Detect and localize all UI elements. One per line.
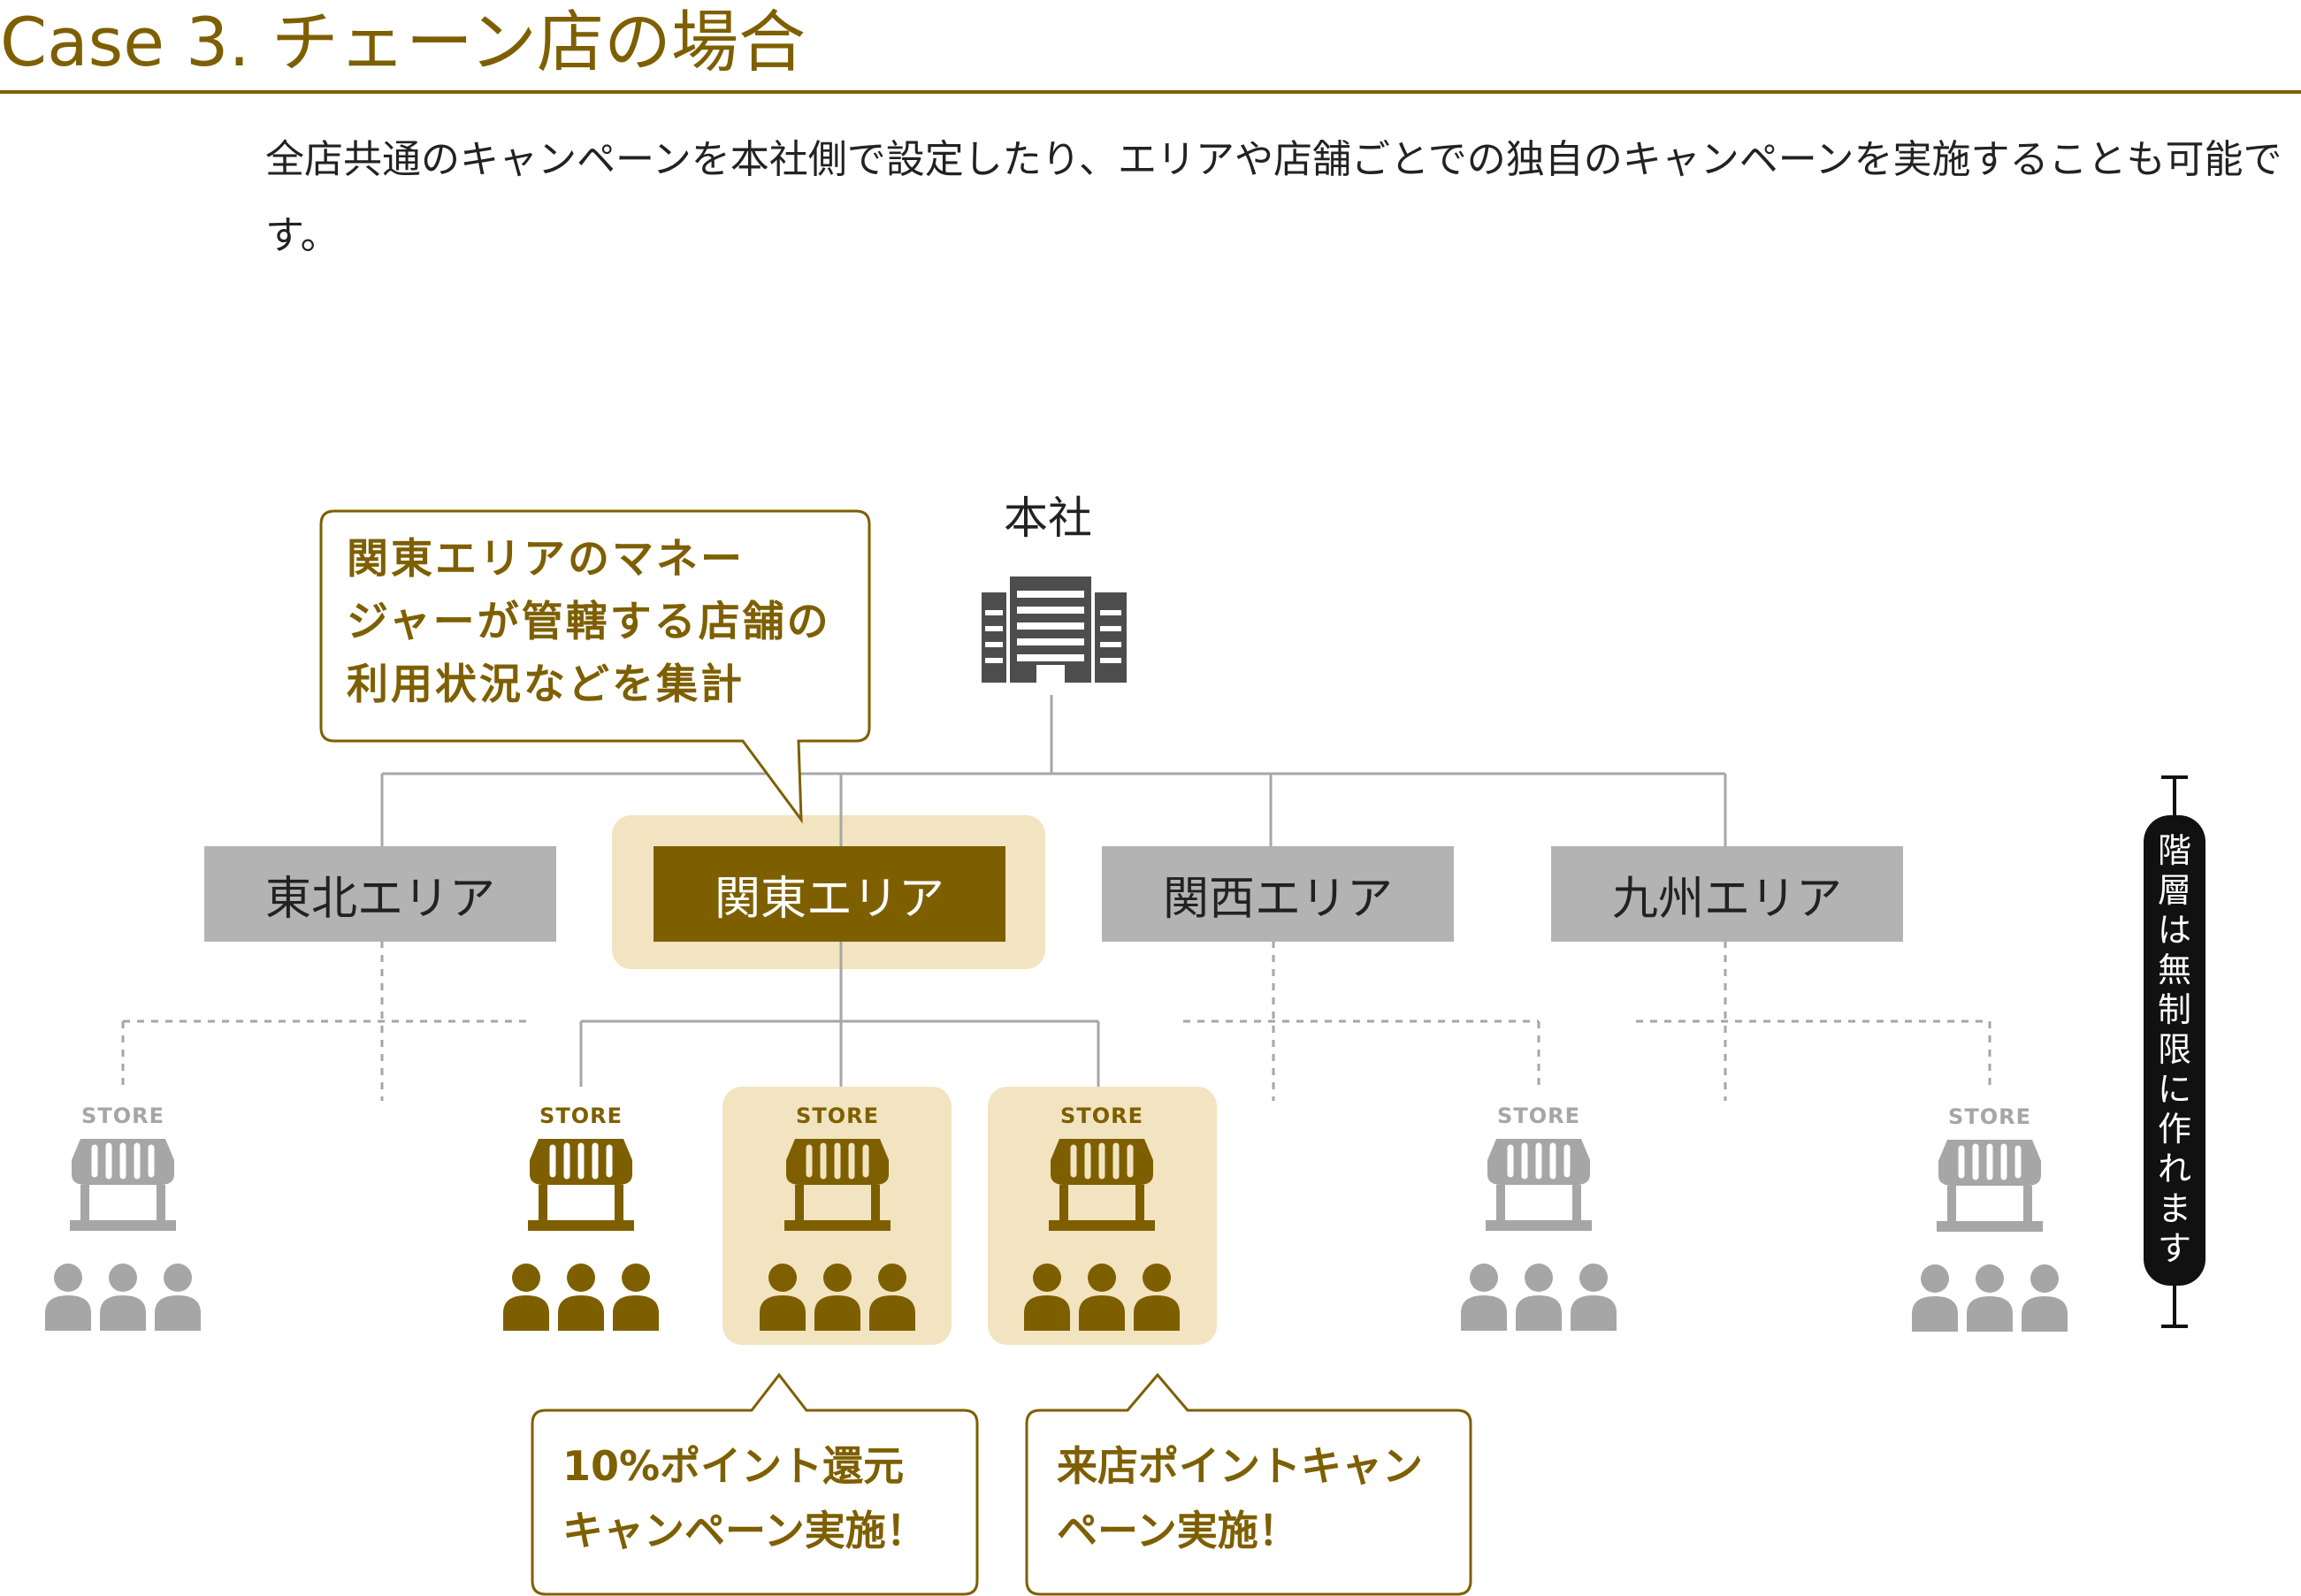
intro-text: 全店共通のキャンペーンを本社側で設定したり、エリアや店舗ごとでの独自のキャンペー… bbox=[265, 137, 2282, 258]
users-group-icon bbox=[1461, 1264, 1617, 1331]
store-label: STORE bbox=[1948, 1104, 2031, 1129]
dashed-connector-lines bbox=[121, 941, 1991, 1101]
store-unit: STORE bbox=[493, 1103, 669, 1333]
users-group-icon bbox=[1912, 1264, 2068, 1332]
hierarchy-bracket bbox=[2161, 775, 2188, 1328]
store-label: STORE bbox=[1060, 1103, 1143, 1128]
store-unit: STORE bbox=[34, 1103, 211, 1333]
store-unit: STORE bbox=[1013, 1103, 1190, 1333]
manager-callout-bubble bbox=[319, 509, 871, 824]
store-unit: STORE bbox=[1901, 1103, 2078, 1333]
campaign-callout-text-2: 来店ポイントキャン ペーン実施！ bbox=[1057, 1442, 1423, 1554]
users-group-icon bbox=[1024, 1264, 1180, 1331]
storefront-icon bbox=[784, 1139, 891, 1231]
storefront-icon bbox=[1486, 1139, 1592, 1231]
storefront-icon bbox=[1049, 1139, 1155, 1231]
area-label: 九州エリア bbox=[1611, 872, 1842, 926]
campaign-callout-text-1: 10%ポイント還元 キャンペーン実施！ bbox=[562, 1442, 927, 1554]
area-label: 関西エリア bbox=[1162, 872, 1393, 926]
store-unit: STORE bbox=[749, 1103, 926, 1333]
users-group-icon bbox=[503, 1264, 659, 1331]
store-label: STORE bbox=[796, 1103, 879, 1128]
hierarchy-note-badge: 階 層 は 無 制 限 に 作 れ ま す bbox=[2144, 815, 2205, 1286]
hq-label: 本社 bbox=[1004, 493, 1092, 544]
hierarchy-note-text: 階 層 は 無 制 限 に 作 れ ま す bbox=[2157, 831, 2191, 1268]
area-box-tohoku: 東北エリア bbox=[204, 846, 556, 942]
area-box-kyushu: 九州エリア bbox=[1551, 846, 1903, 942]
storefront-icon bbox=[528, 1139, 634, 1231]
users-group-icon bbox=[760, 1264, 915, 1331]
area-box-kansai: 関西エリア bbox=[1102, 846, 1454, 942]
connector-lines bbox=[380, 695, 1727, 1087]
storefront-icon bbox=[1937, 1140, 2043, 1232]
store-label: STORE bbox=[1497, 1103, 1580, 1128]
title-divider bbox=[0, 90, 2301, 94]
storefront-icon bbox=[70, 1139, 176, 1231]
store-unit: STORE bbox=[1450, 1103, 1627, 1333]
office-building-icon bbox=[982, 577, 1127, 683]
area-box-kanto: 関東エリア bbox=[654, 846, 1005, 942]
campaign-callout-bubble-1 bbox=[531, 1372, 979, 1596]
area-label: 東北エリア bbox=[264, 872, 495, 926]
users-group-icon bbox=[45, 1264, 201, 1331]
area-label: 関東エリア bbox=[714, 872, 944, 926]
manager-callout-text: 関東エリアのマネー ジャーが管轄する店舗の 利用状況などを集計 bbox=[347, 535, 831, 709]
store-label: STORE bbox=[81, 1103, 164, 1128]
page-title: Case 3. チェーン店の場合 bbox=[0, 3, 806, 81]
store-label: STORE bbox=[539, 1103, 623, 1128]
campaign-callout-bubble-2 bbox=[1025, 1372, 1472, 1596]
